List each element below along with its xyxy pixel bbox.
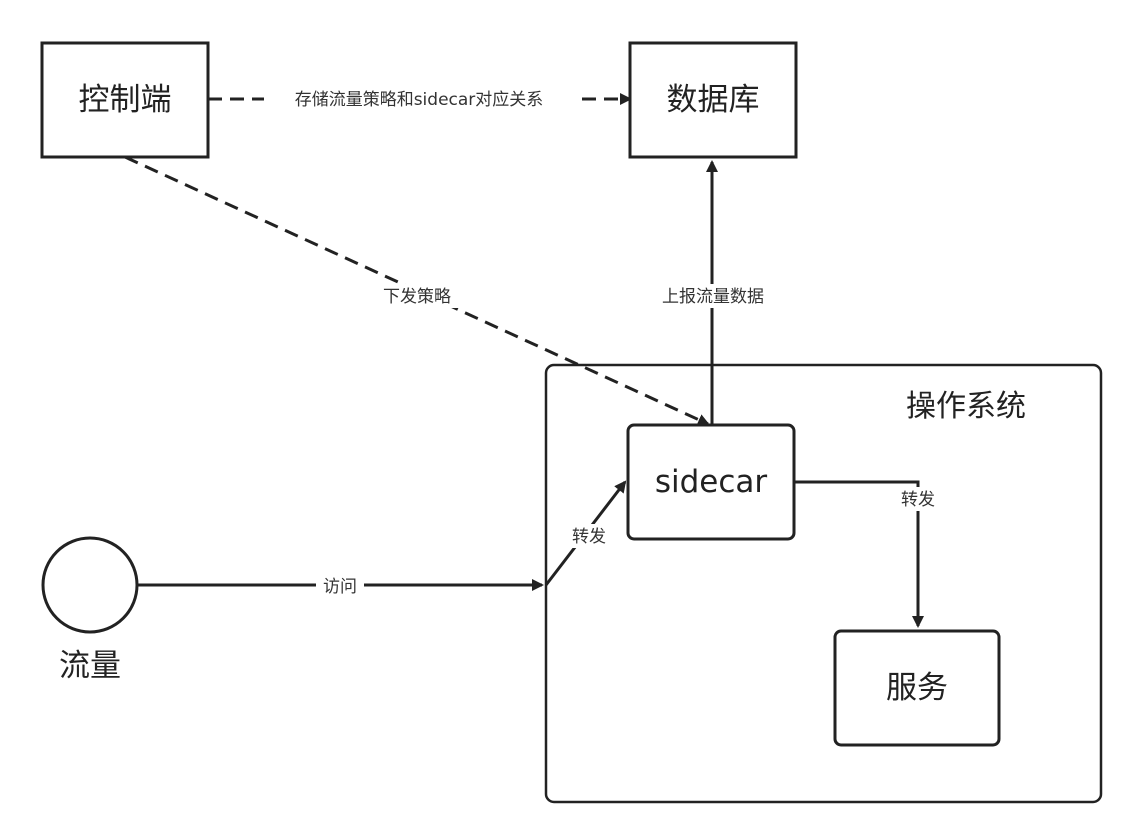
- traffic-circle: [41, 536, 139, 634]
- access-label: 访问: [323, 577, 357, 597]
- forward-in-label-bg: [565, 524, 613, 548]
- store-policy-label-bg: [264, 87, 574, 111]
- store-policy-label: 存储流量策略和sidecar对应关系: [295, 90, 544, 110]
- forward-out-label-bg: [894, 487, 942, 511]
- issue-policy-label-bg: [372, 284, 462, 308]
- forward-in-label: 转发: [572, 527, 606, 547]
- sidecar-label: sidecar: [655, 464, 768, 500]
- issue-policy-label: 下发策略: [383, 287, 451, 307]
- report-data-label-bg: [648, 284, 778, 308]
- report-data-label: 上报流量数据: [662, 287, 764, 307]
- controller-label: 控制端: [79, 82, 172, 118]
- access-label-bg: [316, 574, 364, 598]
- os-label: 操作系统: [906, 389, 1026, 424]
- controller-box: [40, 41, 210, 159]
- traffic-label: 流量: [59, 648, 121, 684]
- database-box: [628, 41, 798, 159]
- sidecar-box: [626, 423, 796, 541]
- forward-out-label: 转发: [901, 490, 935, 510]
- service-label: 服务: [886, 670, 948, 706]
- forward-out-edge: [794, 480, 924, 628]
- service-box: [833, 629, 1001, 747]
- database-label: 数据库: [667, 82, 760, 118]
